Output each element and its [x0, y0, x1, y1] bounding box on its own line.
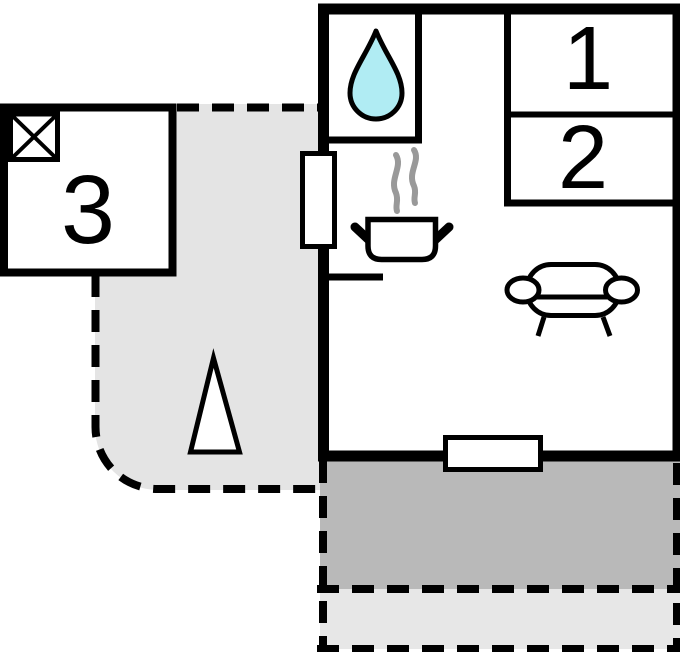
bedrooms: 1 2: [504, 9, 673, 208]
window-cross-diagonals: [9, 112, 59, 161]
room-2-label: 2: [558, 108, 608, 208]
side-terrace-area: [95, 104, 322, 490]
sofa-armrest-right: [603, 275, 640, 305]
room-3-label: 3: [61, 155, 115, 264]
bathroom-walls: [324, 13, 422, 144]
rear-terrace-lower-area: [320, 589, 680, 649]
pot-body: [365, 216, 439, 263]
water-drop-icon: [347, 28, 405, 122]
steam-wave-left: [391, 152, 401, 214]
cooking-pot-icon: [350, 216, 454, 263]
rear-terrace-area: [320, 458, 680, 589]
sofa-icon: [504, 262, 640, 337]
side-terrace-dashed-border: [91, 275, 322, 493]
kitchen: [329, 147, 454, 281]
steam-icon: [391, 147, 419, 214]
sofa-armrest-left: [504, 275, 542, 305]
window-icon: [300, 151, 337, 249]
door-icon: [443, 435, 543, 472]
room-1-label: 1: [563, 9, 613, 109]
direction-triangle-icon: [187, 348, 243, 455]
room-3: 3: [0, 103, 177, 277]
window-cross-icon: [8, 111, 60, 162]
steam-wave-right: [409, 147, 419, 206]
side-terrace: [91, 103, 322, 493]
sofa-leg-right: [600, 316, 613, 337]
bathroom: [324, 13, 422, 144]
sofa-leg-left: [535, 316, 547, 337]
rear-terrace: [317, 458, 680, 652]
